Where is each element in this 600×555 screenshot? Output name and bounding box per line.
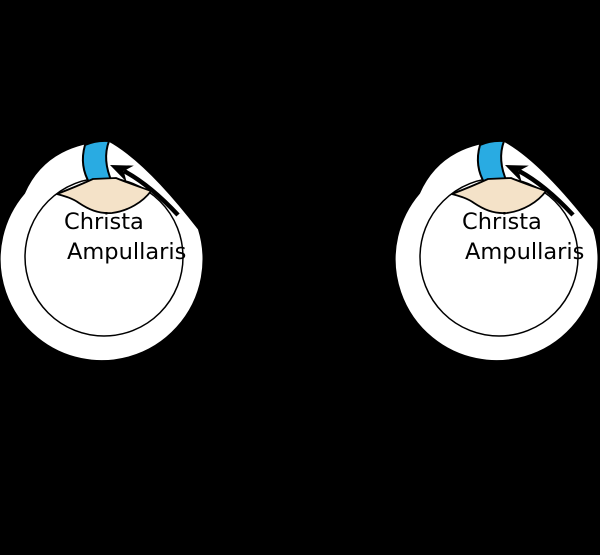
ampulla-panel-left: Christa Ampullaris [0, 138, 205, 363]
flow-arrow-shaft [517, 169, 575, 217]
ampulla-panel-right: Christa Ampullaris [393, 138, 600, 363]
crista-label-line2: Ampullaris [465, 239, 584, 265]
crista-label-line1: Christa [64, 209, 144, 235]
cupula-band [81, 139, 113, 185]
flow-arrow-head [505, 165, 529, 182]
flow-arrow-shaft [122, 169, 180, 217]
curved-flow-arrow-icon [505, 165, 575, 217]
crista-dome [451, 177, 547, 215]
curved-flow-arrow-icon [110, 165, 180, 217]
crista-label-line2: Ampullaris [67, 239, 186, 265]
crista-dome [56, 177, 152, 215]
crista-label-line1: Christa [462, 209, 542, 235]
cupula-band [476, 139, 508, 185]
flow-arrow-head [110, 165, 134, 182]
